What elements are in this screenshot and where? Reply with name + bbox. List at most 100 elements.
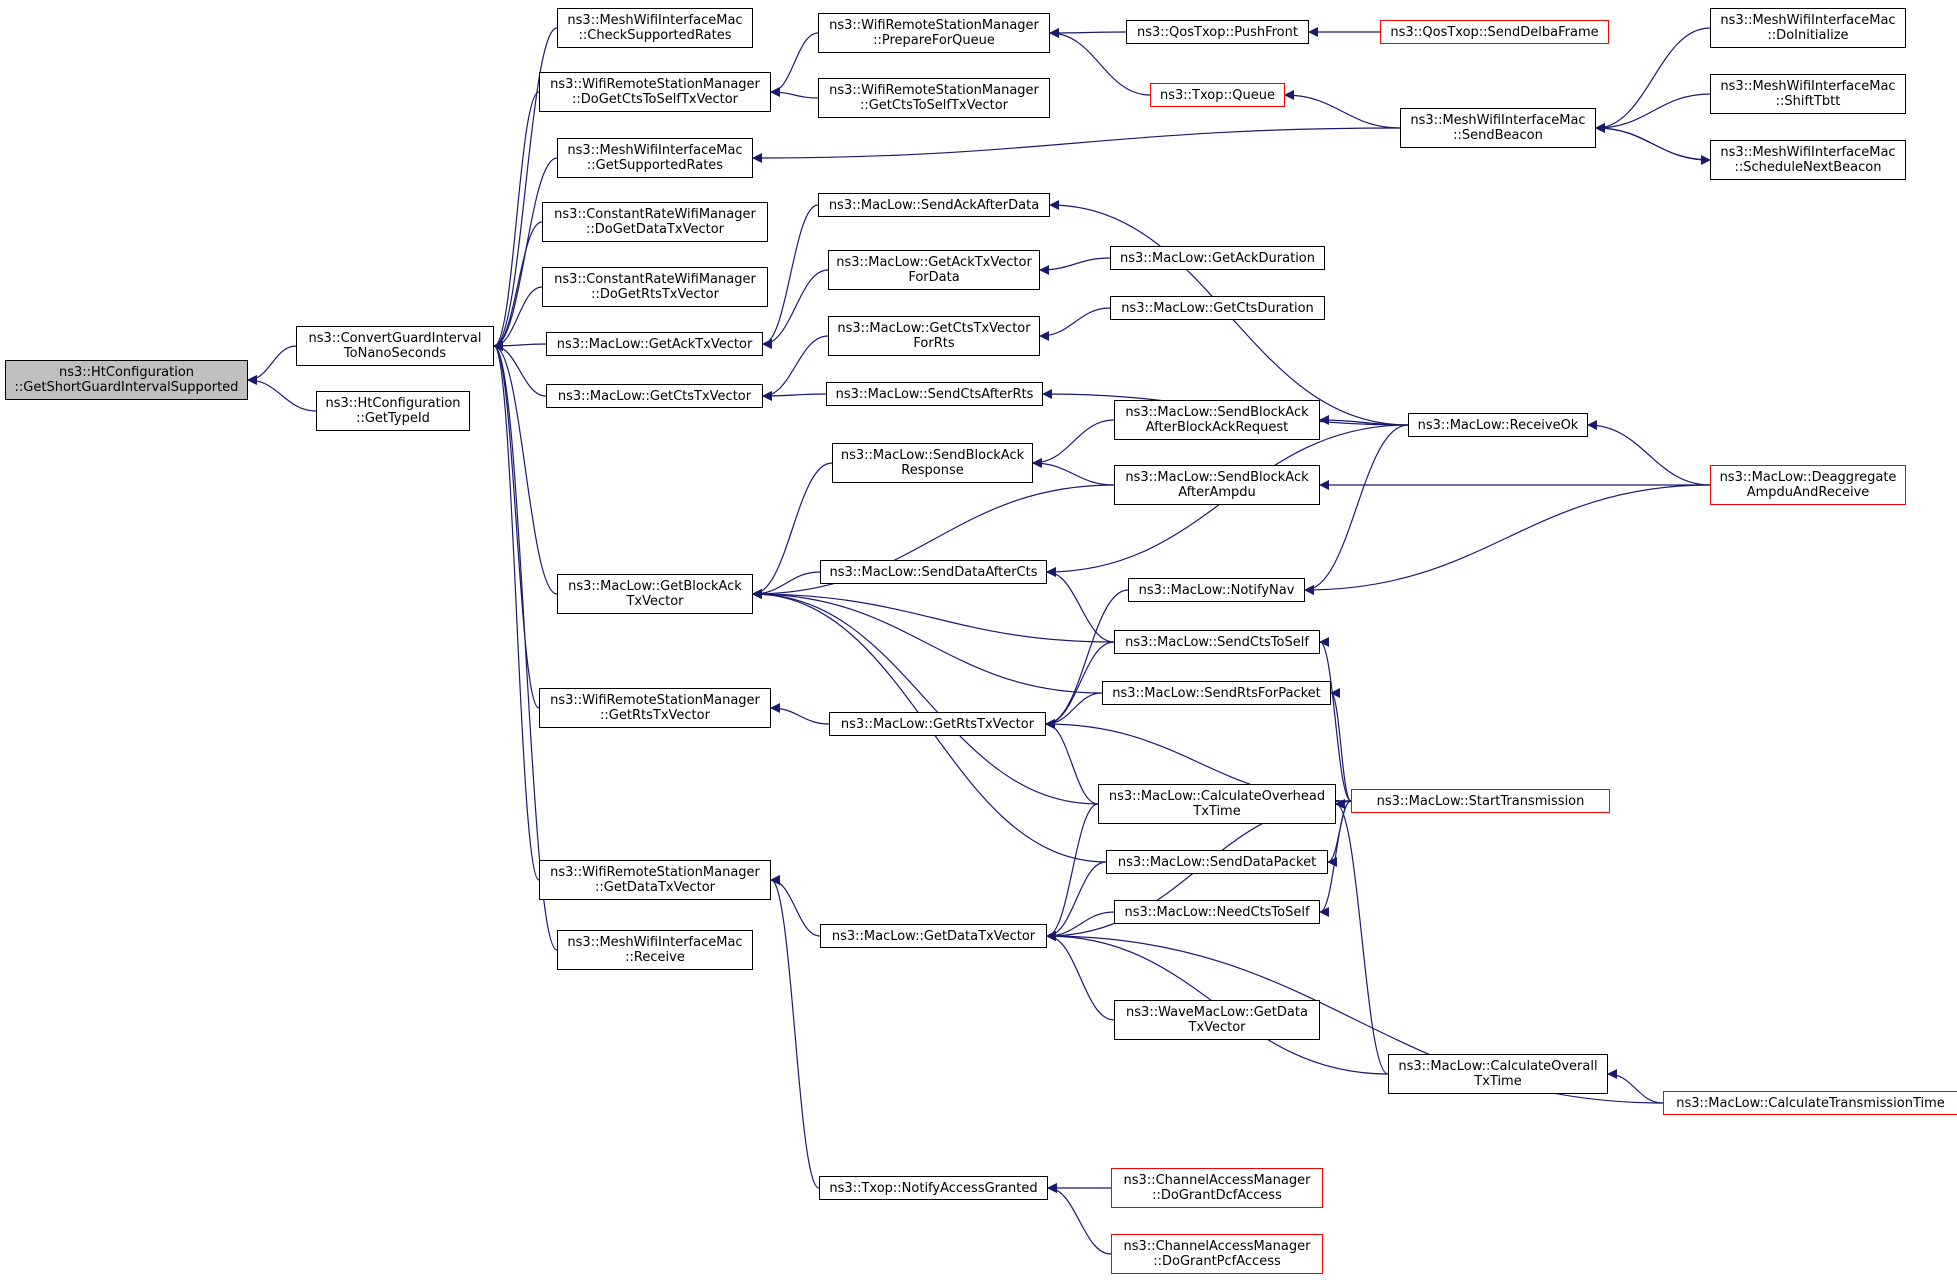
node-crdgr[interactable]: ns3::ConstantRateWifiManager::DoGetRtsTx…: [542, 267, 768, 307]
node-label-line: ns3::WifiRemoteStationManager: [550, 693, 760, 708]
node-mlgcd[interactable]: ns3::MacLow::GetCtsDuration: [1110, 296, 1325, 320]
node-label-line: TxVector: [1188, 1020, 1246, 1035]
node-mlsackad[interactable]: ns3::MacLow::SendAckAfterData: [818, 193, 1050, 217]
node-label-line: ::DoGrantDcfAccess: [1152, 1188, 1282, 1203]
node-wrsgrts[interactable]: ns3::WifiRemoteStationManager::GetRtsTxV…: [539, 688, 771, 728]
edge-mlgcd-to-mlgctsfr: [1039, 307, 1111, 341]
node-crdgd[interactable]: ns3::ConstantRateWifiManager::DoGetDataT…: [542, 202, 768, 242]
node-mlrok[interactable]: ns3::MacLow::ReceiveOk: [1408, 413, 1588, 437]
node-label-line: ns3::MacLow::ReceiveOk: [1417, 417, 1579, 433]
node-qossdf[interactable]: ns3::QosTxop::SendDelbaFrame: [1380, 20, 1609, 44]
node-mlgrts[interactable]: ns3::MacLow::GetRtsTxVector: [829, 712, 1046, 736]
node-label-line: ns3::Txop::NotifyAccessGranted: [829, 1180, 1038, 1196]
node-txopnag[interactable]: ns3::Txop::NotifyAccessGranted: [819, 1176, 1048, 1200]
node-label-line: ns3::MacLow::SendDataAfterCts: [829, 564, 1038, 580]
node-label-line: ::ScheduleNextBeacon: [1734, 160, 1882, 175]
node-label-line: ::ShiftTbtt: [1775, 94, 1841, 109]
edge-mlctt-to-mlcott: [1607, 1069, 1664, 1104]
node-mwst[interactable]: ns3::MeshWifiInterfaceMac::ShiftTbtt: [1710, 74, 1906, 114]
node-label-line: ns3::MacLow::Deaggregate: [1719, 470, 1897, 485]
node-mlst[interactable]: ns3::MacLow::StartTransmission: [1351, 789, 1610, 813]
node-mwsnb[interactable]: ns3::MeshWifiInterfaceMac::ScheduleNextB…: [1710, 140, 1906, 180]
node-mlgdata[interactable]: ns3::MacLow::GetDataTxVector: [820, 924, 1047, 948]
edge-wrsgrts-to-cgi: [493, 341, 540, 709]
node-label-line: TxTime: [1193, 804, 1241, 819]
node-label-line: ns3::WifiRemoteStationManager: [829, 83, 1039, 98]
node-label-line: ::DoGetDataTxVector: [586, 222, 724, 237]
edge-mlcot-to-mlgdata: [1046, 803, 1099, 941]
edge-mlgack-to-cgi: [493, 340, 547, 351]
node-label-line: ::PrepareForQueue: [873, 33, 995, 48]
node-cadgdcf[interactable]: ns3::ChannelAccessManager::DoGrantDcfAcc…: [1111, 1168, 1323, 1208]
node-label-line: ns3::WaveMacLow::GetData: [1126, 1005, 1308, 1020]
node-label-line: ns3::MeshWifiInterfaceMac: [567, 13, 743, 28]
node-mlscts[interactable]: ns3::MacLow::SendCtsToSelf: [1114, 630, 1320, 654]
edge-crdgd-to-cgi: [493, 221, 543, 351]
node-mlncts[interactable]: ns3::MacLow::NeedCtsToSelf: [1114, 900, 1320, 924]
node-mlsdp[interactable]: ns3::MacLow::SendDataPacket: [1106, 850, 1328, 874]
node-mwsb[interactable]: ns3::MeshWifiInterfaceMac::SendBeacon: [1400, 108, 1596, 148]
node-label-line: ns3::Txop::Queue: [1160, 87, 1275, 103]
edge-mlsbaaa-to-mlsbar: [1032, 458, 1115, 486]
node-mlsrfp[interactable]: ns3::MacLow::SendRtsForPacket: [1102, 681, 1331, 705]
edge-mwdi-to-mwsb: [1595, 27, 1711, 133]
node-wrsgcts[interactable]: ns3::WifiRemoteStationManager::GetCtsToS…: [818, 78, 1050, 118]
edge-txopq-to-wrsprep: [1049, 28, 1151, 96]
node-label-line: AfterBlockAckRequest: [1145, 420, 1289, 435]
node-wrsprep[interactable]: ns3::WifiRemoteStationManager::PrepareFo…: [818, 13, 1050, 53]
node-label-line: ForData: [908, 270, 960, 285]
node-label-line: ::CheckSupportedRates: [578, 28, 732, 43]
node-mlsdac[interactable]: ns3::MacLow::SendDataAfterCts: [820, 560, 1047, 584]
node-wrsdcts[interactable]: ns3::WifiRemoteStationManager::DoGetCtsT…: [539, 72, 771, 112]
node-mlscar[interactable]: ns3::MacLow::SendCtsAfterRts: [826, 382, 1043, 406]
node-label-line: ForRts: [913, 336, 955, 351]
node-mwrecv[interactable]: ns3::MeshWifiInterfaceMac::Receive: [557, 930, 753, 970]
node-label-line: ns3::QosTxop::PushFront: [1137, 24, 1298, 40]
edge-mwst-to-mwsb: [1595, 93, 1711, 133]
edge-mwcsr-to-cgi: [493, 27, 558, 351]
node-label-line: ns3::MacLow::SendBlockAck: [1125, 405, 1309, 420]
node-mwgsr[interactable]: ns3::MeshWifiInterfaceMac::GetSupportedR…: [557, 138, 753, 178]
node-label-line: ::DoGetCtsToSelfTxVector: [571, 92, 739, 107]
node-label-line: ns3::MacLow::SendCtsToSelf: [1125, 634, 1309, 650]
node-mlgad[interactable]: ns3::MacLow::GetAckDuration: [1110, 246, 1325, 270]
node-mlgack[interactable]: ns3::MacLow::GetAckTxVector: [546, 332, 763, 356]
node-wrsgdata[interactable]: ns3::WifiRemoteStationManager::GetDataTx…: [539, 860, 771, 900]
node-root: ns3::HtConfiguration::GetShortGuardInter…: [5, 360, 248, 400]
edge-mlgba-to-cgi: [493, 341, 558, 595]
node-mlctt[interactable]: ns3::MacLow::CalculateTransmissionTime: [1663, 1091, 1957, 1115]
node-label-line: ::GetShortGuardIntervalSupported: [14, 380, 239, 395]
node-label-line: ns3::MacLow::CalculateTransmissionTime: [1676, 1095, 1945, 1111]
node-label-line: ns3::MacLow::GetRtsTxVector: [840, 716, 1035, 732]
edge-txopnag-to-wrsgdata: [770, 875, 820, 1189]
node-txopq[interactable]: ns3::Txop::Queue: [1150, 83, 1285, 107]
node-label-line: ns3::ChannelAccessManager: [1123, 1173, 1311, 1188]
node-qospf[interactable]: ns3::QosTxop::PushFront: [1126, 20, 1309, 44]
edge-wrsgcts-to-wrsdcts: [770, 87, 819, 99]
node-mwcsr[interactable]: ns3::MeshWifiInterfaceMac::CheckSupporte…: [557, 8, 753, 48]
node-label-line: ns3::MacLow::GetCtsDuration: [1121, 300, 1314, 316]
edge-mlgackfd-to-mlgack: [762, 269, 829, 349]
node-mlnn[interactable]: ns3::MacLow::NotifyNav: [1128, 578, 1305, 602]
node-mwdi[interactable]: ns3::MeshWifiInterfaceMac::DoInitialize: [1710, 8, 1906, 48]
edge-mwsb-to-txopq: [1284, 90, 1401, 129]
node-label-line: ns3::ConvertGuardInterval: [308, 331, 482, 346]
node-label-line: ns3::MeshWifiInterfaceMac: [567, 935, 743, 950]
node-cadgpcf[interactable]: ns3::ChannelAccessManager::DoGrantPcfAcc…: [1111, 1234, 1323, 1274]
edge-mlsdp-to-mlgdata: [1046, 861, 1107, 941]
node-label-line: ns3::MacLow::GetAckDuration: [1120, 250, 1315, 266]
node-mlgcts[interactable]: ns3::MacLow::GetCtsTxVector: [546, 384, 763, 408]
node-htgti[interactable]: ns3::HtConfiguration::GetTypeId: [316, 391, 470, 431]
